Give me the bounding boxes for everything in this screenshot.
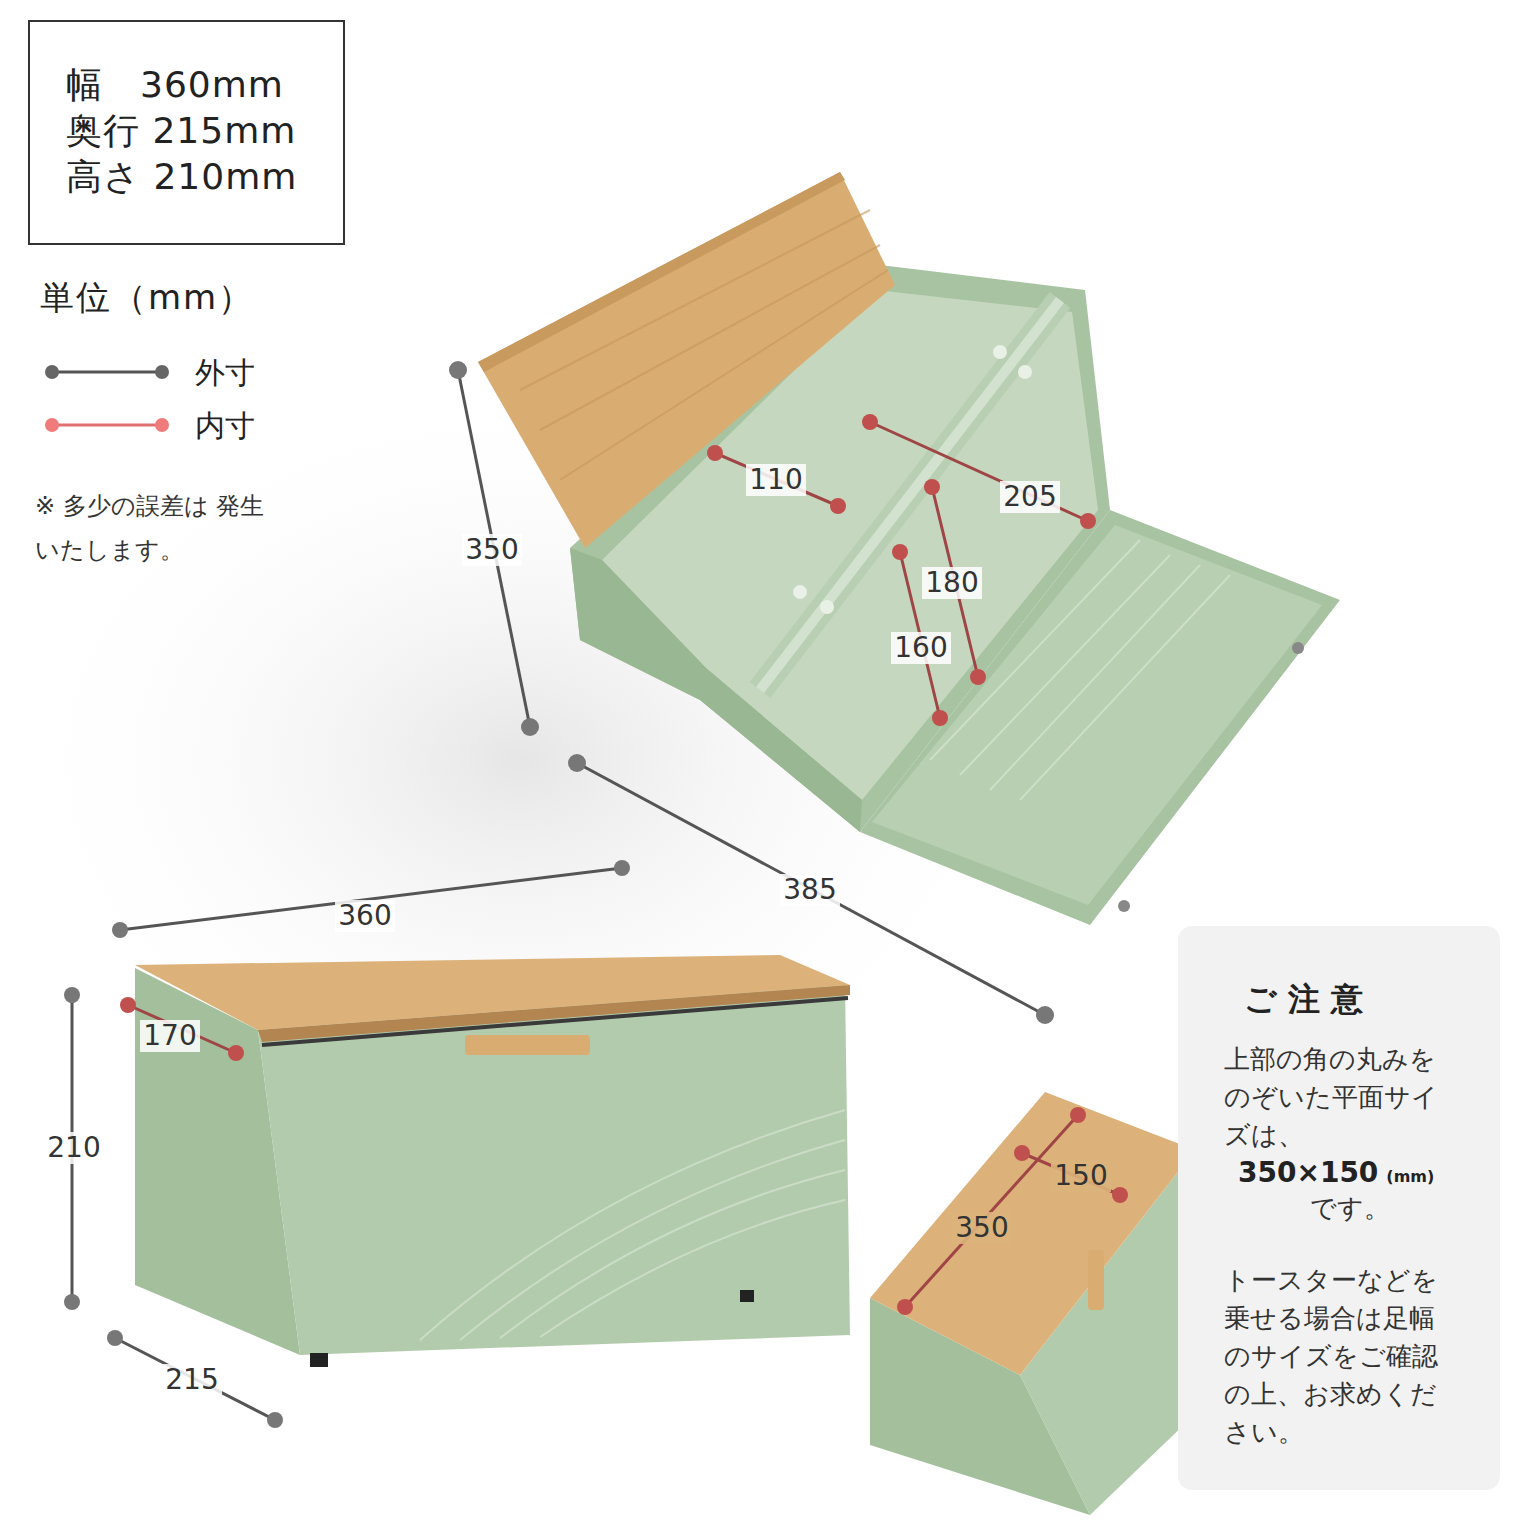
dimension-value: 210 (44, 1132, 103, 1164)
dimension-value: 205 (1000, 481, 1059, 513)
text-row: 幅 360mm (66, 62, 323, 108)
spec-text: 奥行 215mm (66, 108, 323, 154)
caution-panel: ご 注 意上部の角の丸みを のぞいた平面サイ ズは、350×150 (mm) です。… (1178, 926, 1500, 1490)
legend-text: 内寸 (195, 406, 255, 447)
text-row: ご 注 意 (1224, 978, 1480, 1022)
caution-text: トースターなどを 乗せる場合は足幅 のサイズをご確認 の上、お求めくだ さい。 (1224, 1261, 1460, 1451)
note-text: ※ 多少の誤差は 発生いたします。 (35, 484, 267, 572)
caution-text: (mm) (1386, 1167, 1434, 1186)
size-spec-box: 幅 360mm奥行 215mm高さ 210mm (28, 20, 345, 245)
dimension-lines (449, 361, 1096, 1024)
dimension-value: 170 (140, 1020, 199, 1052)
spec-text: 幅 360mm (66, 62, 323, 108)
legend-samples (45, 365, 169, 432)
caution-text: です。 (1310, 1189, 1480, 1227)
dimension-value: 350 (952, 1212, 1011, 1244)
text-row: 上部の角の丸みを のぞいた平面サイ ズは、 (1224, 1040, 1480, 1154)
dimension-value: 360 (335, 900, 394, 932)
caution-text: 350×150 (1238, 1156, 1378, 1189)
dimension-value: 215 (162, 1364, 221, 1396)
caution-text: 上部の角の丸みを のぞいた平面サイ ズは、 (1224, 1040, 1460, 1154)
caution-text: ご 注 意 (1244, 978, 1480, 1022)
dimension-value: 180 (922, 567, 981, 599)
dimension-value: 350 (462, 534, 521, 566)
spec-text: 高さ 210mm (66, 154, 323, 200)
top-view-bread-box (870, 1092, 1215, 1515)
unit-label: 単位（mm） (40, 275, 254, 321)
text-row: 奥行 215mm (66, 108, 323, 154)
open-bread-box (478, 172, 1340, 925)
dimension-value: 150 (1051, 1160, 1110, 1192)
dimension-value: 160 (891, 632, 950, 664)
text-row: 350×150 (mm) (1238, 1156, 1480, 1189)
dimension-value: 110 (746, 464, 805, 496)
text-row: 高さ 210mm (66, 154, 323, 200)
text-row: です。 (1224, 1189, 1480, 1227)
text-row: トースターなどを 乗せる場合は足幅 のサイズをご確認 の上、お求めくだ さい。 (1224, 1261, 1480, 1451)
dimension-lines (64, 860, 630, 1428)
dimension-value: 385 (780, 874, 839, 906)
legend-text: 外寸 (195, 353, 255, 394)
closed-bread-box (135, 955, 850, 1367)
